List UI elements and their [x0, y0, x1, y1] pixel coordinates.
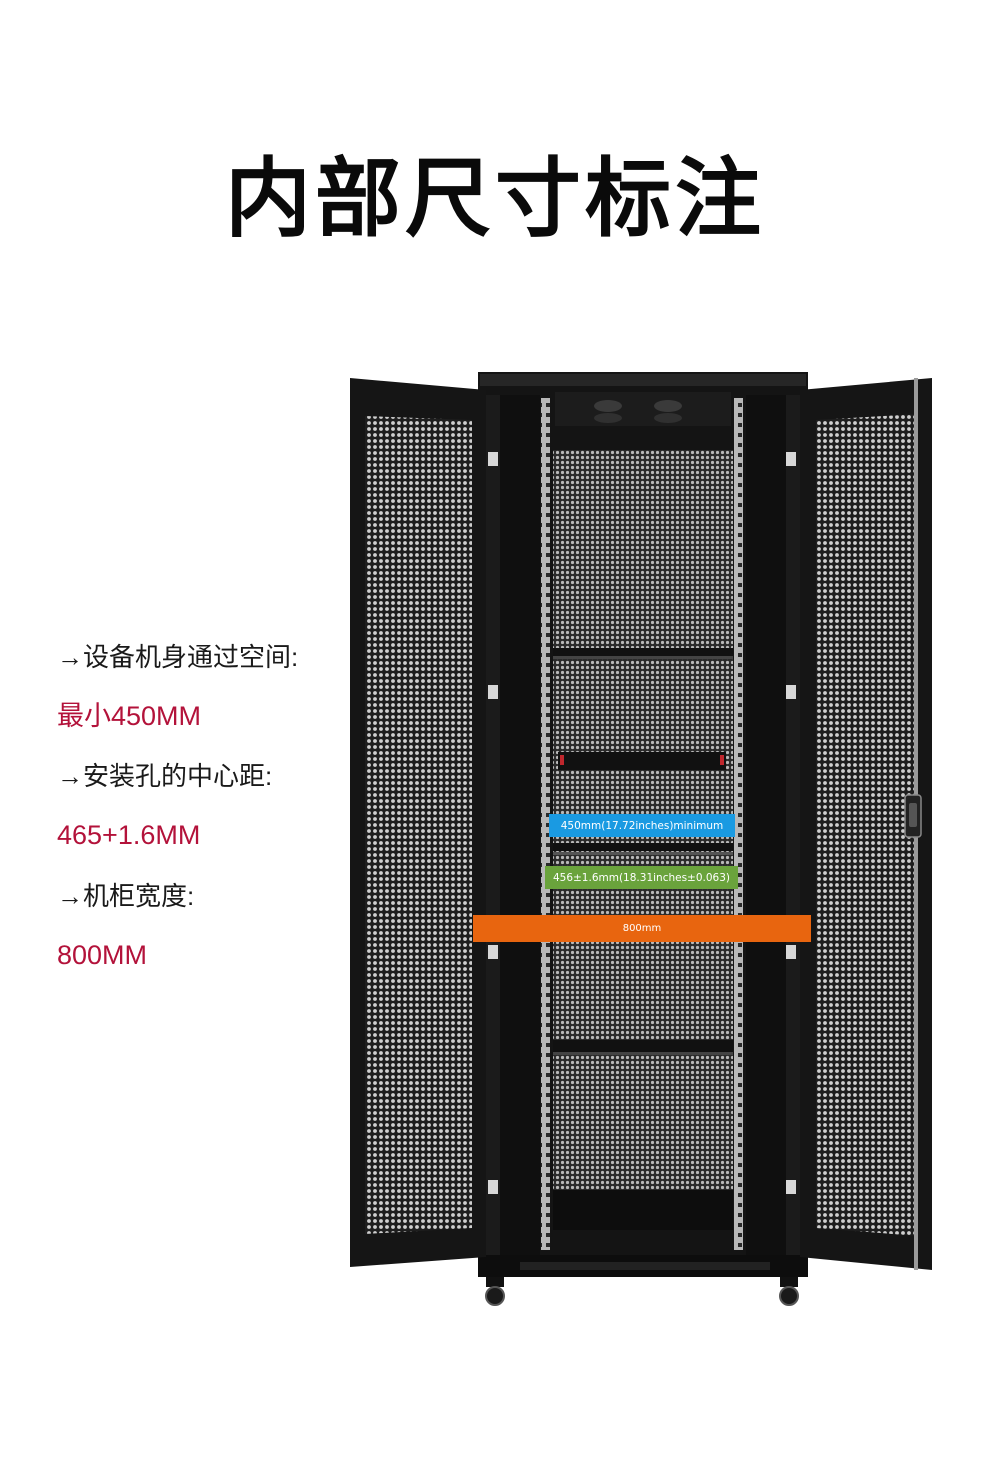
spec-label-width: →机柜宽度:: [57, 881, 195, 911]
page-title: 内部尺寸标注: [225, 149, 765, 249]
server-cabinet-illustration: [350, 372, 932, 1306]
spec-label-hole-center: →安装孔的中心距:: [57, 761, 273, 791]
spec-label-clearance: →设备机身通过空间:: [57, 642, 299, 672]
spec-value-hole-center: 465+1.6MM: [57, 820, 201, 850]
width-dimension-label: 800mm: [473, 915, 811, 942]
spec-value-width: 800MM: [57, 940, 148, 970]
clearance-dimension-label: 450mm(17.72inches)minimum: [549, 814, 735, 837]
spec-value-clearance: 最小450MM: [57, 701, 202, 731]
hole-center-dimension-label: 456±1.6mm(18.31inches±0.063): [545, 866, 738, 889]
